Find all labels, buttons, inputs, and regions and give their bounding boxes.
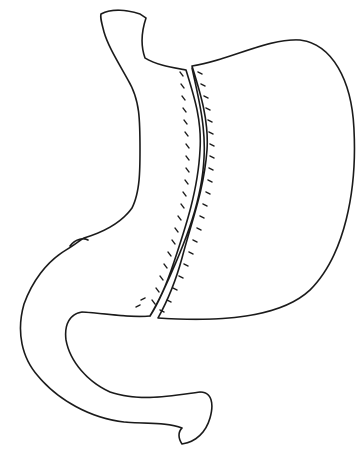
stomach-diagram <box>0 0 359 450</box>
